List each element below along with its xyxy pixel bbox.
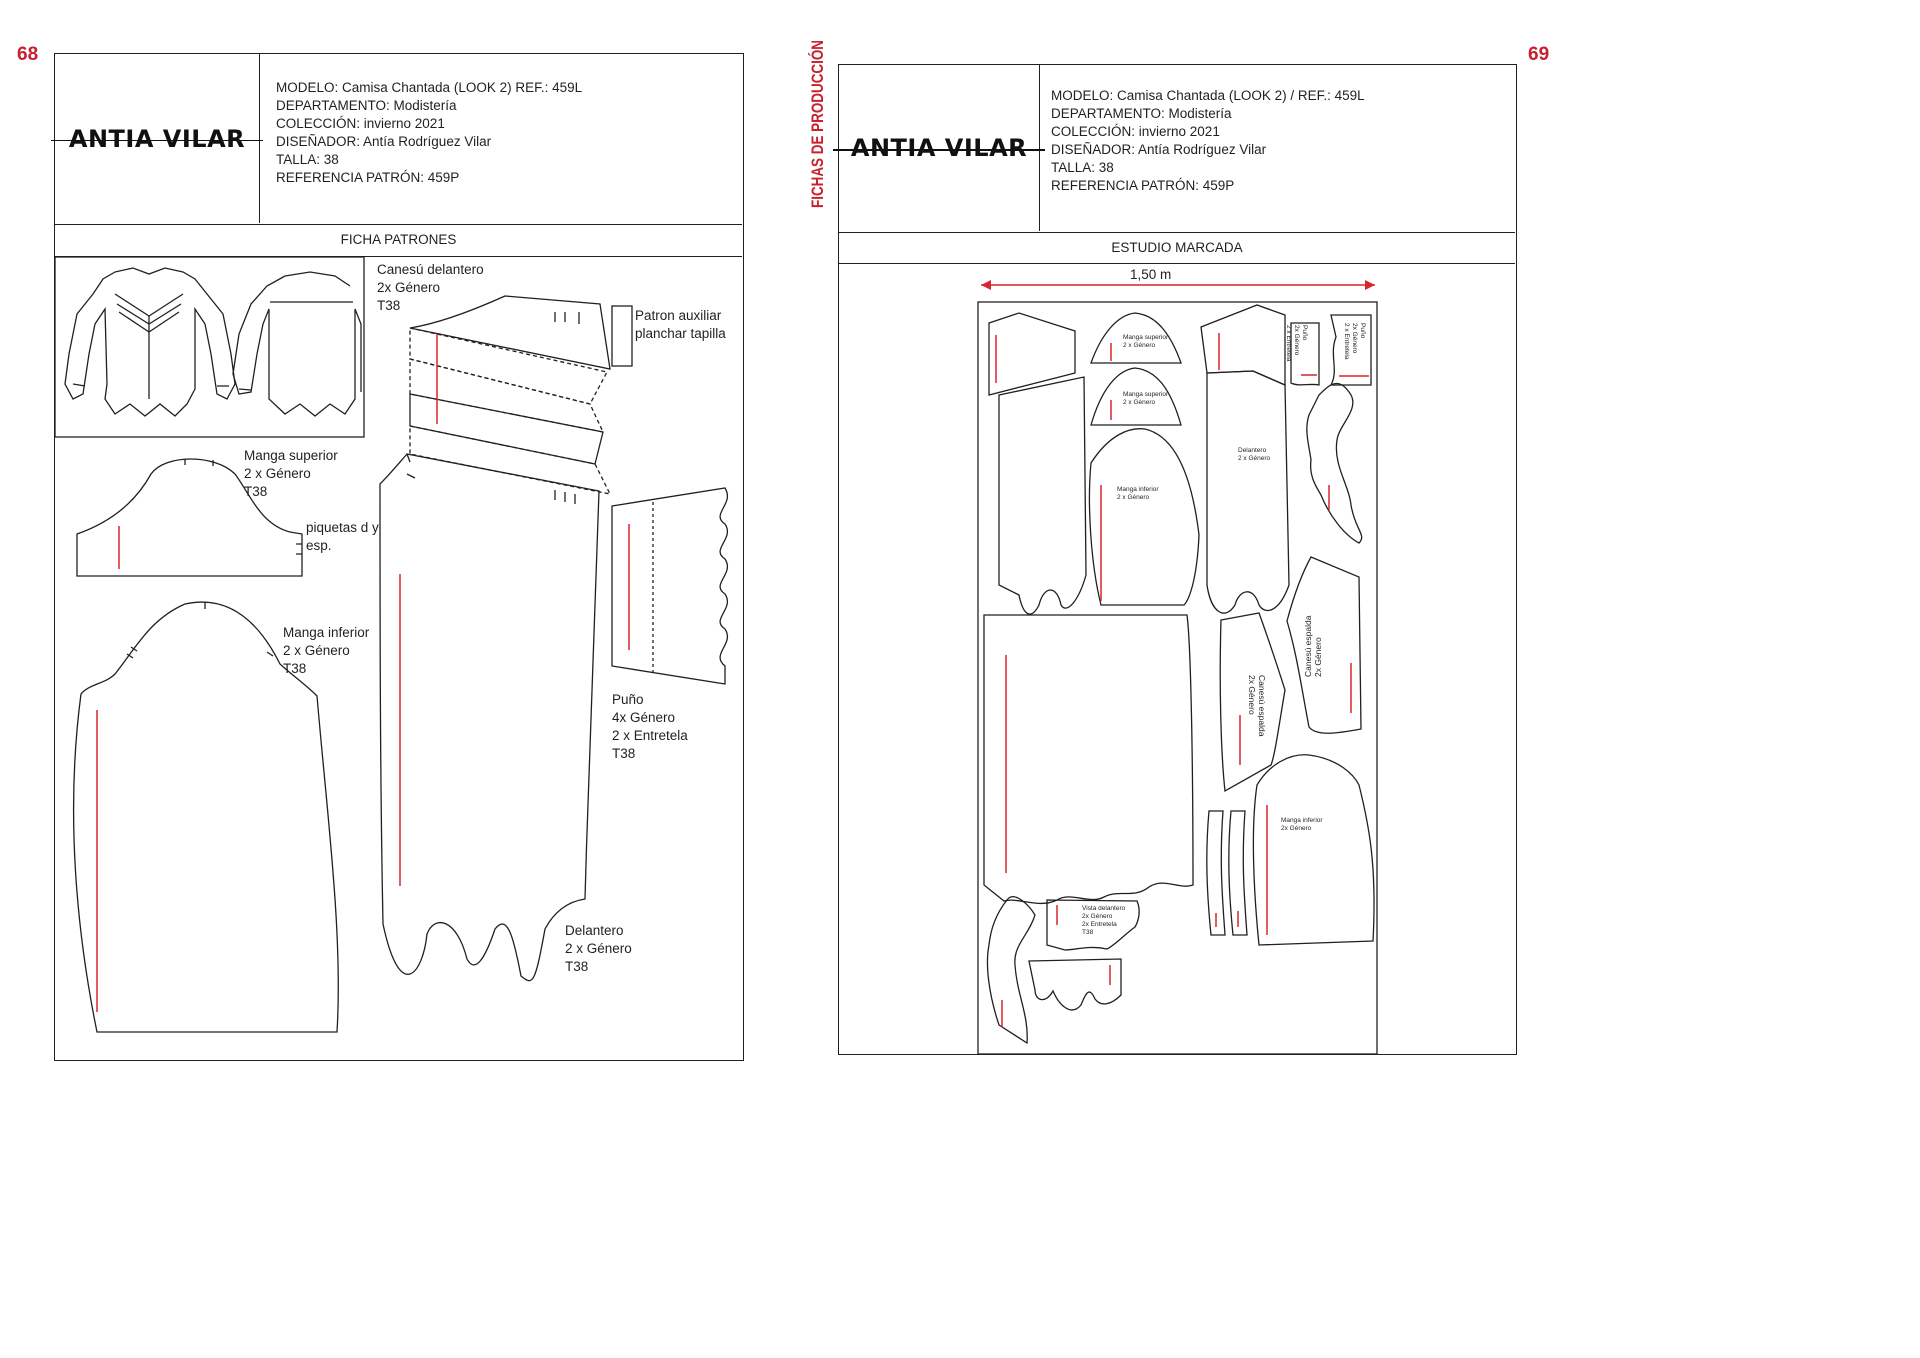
info-line: DISEÑADOR: Antía Rodríguez Vilar xyxy=(1051,142,1267,157)
shirt-flat-front xyxy=(64,267,236,417)
label-manga-superior: Manga superior 2 x Género T38 xyxy=(244,448,338,499)
marker-label-puno-1: Puño 2x Género 2 x Entretela xyxy=(1285,325,1308,362)
info-line: DISEÑADOR: Antía Rodríguez Vilar xyxy=(276,134,492,149)
sheet-header: ANTIA VILAR MODELO: Camisa Chantada (LOO… xyxy=(832,65,1515,233)
section-title: FICHA PATRONES xyxy=(55,225,742,257)
shirt-flat-back xyxy=(232,271,362,417)
width-label: 1,50 m xyxy=(1130,267,1172,282)
marker-label-puno-2: Puño 2x Género 2 x Entretela xyxy=(1343,323,1366,360)
pattern-manga-inferior xyxy=(72,601,339,1033)
side-title-text: FICHAS DE PRODUCCIÓN xyxy=(808,40,827,208)
model-info: MODELO: Camisa Chantada (LOOK 2) REF.: 4… xyxy=(276,79,582,187)
marker-label-manga-inferior-2: Manga inferior 2x Género xyxy=(1281,817,1323,832)
marker-label-delantero: Delantero 2 x Género xyxy=(1238,447,1271,462)
brand-logo: ANTIA VILAR xyxy=(50,125,264,153)
pattern-delantero xyxy=(379,453,600,982)
info-line: DEPARTAMENTO: Modistería xyxy=(1051,106,1232,121)
info-line: REFERENCIA PATRÓN: 459P xyxy=(276,170,460,185)
marker-label-vista-delantero: Vista delantero 2x Género 2x Entretela T… xyxy=(1082,905,1126,936)
info-line: COLECCIÓN: invierno 2021 xyxy=(1051,124,1220,139)
side-title: FICHAS DE PRODUCCIÓN xyxy=(803,40,829,212)
pattern-puno xyxy=(611,487,728,685)
info-line: TALLA: 38 xyxy=(276,152,339,167)
pattern-sheet-left: ANTIA VILAR MODELO: Camisa Chantada (LOO… xyxy=(50,53,744,1061)
marker-label-canesu-espalda-1: Canesú espalda 2x Género xyxy=(1247,675,1267,737)
label-delantero: Delantero 2 x Género T38 xyxy=(565,923,632,974)
sheet-header: ANTIA VILAR MODELO: Camisa Chantada (LOO… xyxy=(50,54,742,225)
pattern-drawings xyxy=(55,256,728,1033)
pattern-manga-superior xyxy=(76,458,303,577)
marker-frame xyxy=(977,301,1378,1054)
flat-sketch-frame xyxy=(55,256,365,438)
info-line: MODELO: Camisa Chantada (LOOK 2) REF.: 4… xyxy=(276,80,583,95)
pattern-canesu-delantero xyxy=(409,295,612,495)
label-canesu-delantero: Canesú delantero 2x Género T38 xyxy=(377,262,484,313)
marker-drawings xyxy=(977,280,1378,1054)
pattern-auxiliar xyxy=(611,305,633,367)
marker-label-manga-inferior-1: Manga inferior 2 x Género xyxy=(1117,486,1159,501)
width-arrow xyxy=(981,280,1375,290)
model-info: MODELO: Camisa Chantada (LOOK 2) / REF.:… xyxy=(1051,87,1365,195)
section-title: ESTUDIO MARCADA xyxy=(839,233,1515,264)
page-number-left: 68 xyxy=(17,44,39,65)
label-manga-inferior: Manga inferior 2 x Género T38 xyxy=(283,625,370,676)
marker-label-manga-superior-1: Manga superior 2 x Género xyxy=(1123,334,1169,349)
logo-cell: ANTIA VILAR xyxy=(832,65,1046,231)
info-line: DEPARTAMENTO: Modistería xyxy=(276,98,457,113)
label-piquetas: piquetas d y esp. xyxy=(306,520,379,553)
marker-label-manga-superior-2: Manga superior 2 x Género xyxy=(1123,391,1169,406)
label-patron-auxiliar: Patron auxiliar planchar tapilla xyxy=(635,308,726,341)
production-sheet-right: ANTIA VILAR MODELO: Camisa Chantada (LOO… xyxy=(832,64,1517,1055)
info-line: COLECCIÓN: invierno 2021 xyxy=(276,116,445,131)
info-line: TALLA: 38 xyxy=(1051,160,1114,175)
logo-cell: ANTIA VILAR xyxy=(50,54,264,223)
info-line: REFERENCIA PATRÓN: 459P xyxy=(1051,178,1235,193)
info-line: MODELO: Camisa Chantada (LOOK 2) / REF.:… xyxy=(1051,88,1365,103)
page-number-right: 69 xyxy=(1528,44,1550,65)
marker-label-canesu-espalda-2: Canesú espalda 2x Género xyxy=(1303,615,1323,677)
label-puno: Puño 4x Género 2 x Entretela T38 xyxy=(612,692,688,761)
brand-logo: ANTIA VILAR xyxy=(832,134,1046,162)
